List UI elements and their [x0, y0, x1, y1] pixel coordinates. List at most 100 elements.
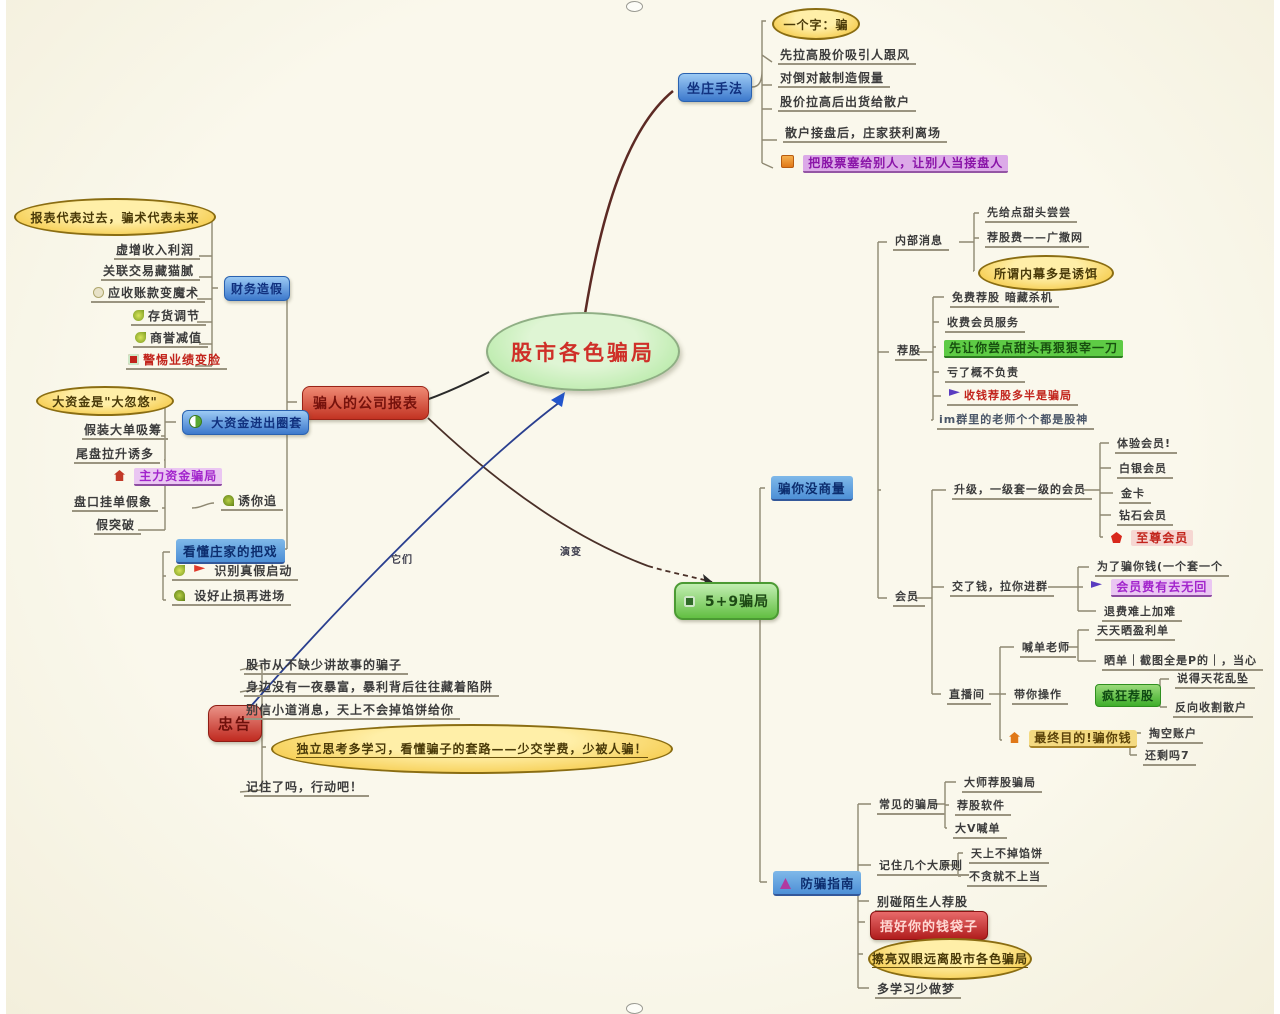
handan-item[interactable]: 晒单｜截图全是P的｜，当心 — [1102, 653, 1264, 671]
flag-icon — [194, 565, 206, 576]
jiangu-item[interactable]: 先让你尝点甜头再狠狠宰一刀 — [942, 340, 1129, 358]
g1-item[interactable]: 金卡 — [1119, 486, 1151, 504]
jiangu-item[interactable]: 收费会员服务 — [945, 315, 1025, 333]
caiwu-ellipse[interactable]: 报表代表过去，骗术代表未来 — [14, 198, 216, 236]
node-pianni[interactable]: 骗你没商量 — [771, 476, 853, 501]
jiangu-item[interactable]: im群里的老师个个都是股神 — [937, 412, 1095, 430]
node-huiyuan-g2[interactable]: 交了钱，拉你进群 — [950, 579, 1054, 597]
branch-report-label: 骗人的公司报表 — [313, 396, 418, 412]
branch-zhonggao[interactable]: 忠告 — [208, 705, 263, 742]
zhuang-item[interactable]: 对倒对敲制造假量 — [778, 70, 891, 88]
node-caozuo[interactable]: 带你操作 — [1012, 687, 1068, 705]
flag-icon — [1091, 581, 1102, 592]
relation-label-to-category[interactable]: 演变 — [560, 547, 582, 558]
mudi-item[interactable]: 掏空账户 — [1147, 726, 1203, 744]
zhuang-item[interactable]: 股价拉高后出货给散户 — [778, 94, 917, 112]
zhuang-item[interactable]: 把股票塞给别人，让别人当接盘人 — [779, 154, 1014, 173]
neimu-item[interactable]: 先给点甜头尝尝 — [985, 205, 1077, 223]
node-huiyuan-g1[interactable]: 升级，一级套一级的会员 — [952, 482, 1092, 500]
connector-lines — [138, 20, 1169, 989]
jiangu-item[interactable]: 亏了概不负责 — [945, 365, 1025, 383]
node-yuanze[interactable]: 记住几个大原则 — [877, 858, 969, 876]
zhuangxi-item[interactable]: 设好止损再进场 — [172, 588, 292, 606]
fangpian-item[interactable]: 别碰陌生人荐股 — [875, 894, 975, 912]
g2-item[interactable]: 退费难上加难 — [1102, 604, 1182, 622]
changjian-item[interactable]: 大V喊单 — [953, 821, 1007, 839]
handan-item[interactable]: 天天晒盈利单 — [1095, 623, 1175, 641]
dazijin-item[interactable]: 尾盘拉升诱多 — [74, 446, 161, 464]
dazijin-item[interactable]: 盘口挂单假象 — [72, 494, 159, 512]
node-jiangu[interactable]: 荐股 — [895, 343, 927, 361]
dazijin-subitem[interactable]: 诱你追 — [221, 493, 284, 511]
changjian-item[interactable]: 荐股软件 — [955, 798, 1011, 816]
zhuang-item[interactable]: 散户接盘后，庄家获利离场 — [783, 125, 948, 143]
zhuangxi-item[interactable]: 识别真假启动 — [172, 563, 299, 581]
branch-zhonggao-label: 忠告 — [218, 715, 253, 733]
branch-report[interactable]: 骗人的公司报表 — [302, 386, 429, 420]
node-fangpian[interactable]: 防骗指南 — [773, 871, 862, 896]
fangpian-red-label: 捂好你的钱袋子 — [880, 920, 979, 935]
neimu-item[interactable]: 荐股费——广撒网 — [985, 230, 1089, 248]
zhonggao-item[interactable]: 身边没有一夜暴富，暴利背后往往藏着陷阱 — [244, 679, 500, 697]
neimu-ellipse-label: 所谓内幕多是诱饵 — [993, 266, 1098, 281]
relation-label-to-center[interactable]: 它们 — [391, 555, 413, 566]
caiwu-item[interactable]: 关联交易藏猫腻 — [101, 263, 201, 281]
zhonggao-ellipse[interactable]: 独立思考多学习，看懂骗子的套路——少交学费，少被人骗！ — [271, 724, 673, 774]
branch-category[interactable]: 5+9骗局 — [674, 582, 780, 620]
dazijin-ellipse[interactable]: 大资金是"大忽悠" — [36, 386, 174, 416]
caozuo-item[interactable]: 说得天花乱坠 — [1175, 671, 1255, 689]
node-neimu[interactable]: 内部消息 — [893, 233, 949, 251]
central-topic[interactable]: 股市各色骗局 — [486, 312, 680, 391]
fangpian-ellipse[interactable]: 擦亮双眼远离股市各色骗局 — [868, 938, 1032, 980]
caiwu-item[interactable]: 虚增收入利润 — [114, 242, 201, 260]
dazijin-item[interactable]: 假装大单吸筹 — [82, 422, 169, 440]
fangpian-red-node[interactable]: 捂好你的钱袋子 — [870, 911, 989, 940]
yuanze-item[interactable]: 天上不掉馅饼 — [969, 846, 1049, 864]
neimu-ellipse[interactable]: 所谓内幕多是诱饵 — [978, 255, 1114, 291]
leaf-icon — [133, 310, 144, 321]
dazijin-item[interactable]: 主力资金骗局 — [112, 468, 228, 486]
caiwu-item[interactable]: 商誉减值 — [133, 330, 209, 348]
leaf-icon — [135, 332, 146, 343]
fangpian-item[interactable]: 多学习少做梦 — [875, 981, 962, 999]
yuanze-item[interactable]: 不贪就不上当 — [967, 869, 1047, 887]
zhuang-item[interactable]: 先拉高股价吸引人跟风 — [778, 47, 917, 65]
zhuang-ellipse[interactable]: 一个字：骗 — [772, 8, 860, 40]
zhonggao-item[interactable]: 记住了吗，行动吧！ — [244, 779, 370, 797]
node-dazijin[interactable]: 大资金进出圈套 — [182, 410, 310, 435]
g2-item[interactable]: 为了骗你钱(一个套一个 — [1095, 559, 1230, 577]
node-caiwu[interactable]: 财务造假 — [224, 276, 291, 301]
caozuo-item[interactable]: 反向收割散户 — [1173, 700, 1253, 718]
grid-icon — [684, 596, 695, 607]
page-mark-top — [626, 1, 643, 12]
central-topic-label: 股市各色骗局 — [511, 340, 655, 365]
caiwu-item[interactable]: 应收账款变魔术 — [91, 285, 206, 303]
zhonggao-item[interactable]: 股市从不缺少讲故事的骗子 — [244, 657, 409, 675]
g1-item[interactable]: 体验会员! — [1115, 436, 1178, 454]
moon-icon — [174, 590, 185, 601]
node-zhuangxi[interactable]: 看懂庄家的把戏 — [176, 539, 285, 564]
node-caozuo-green[interactable]: 疯狂荐股 — [1095, 684, 1162, 707]
mudi-item[interactable]: 还剩吗7 — [1143, 748, 1196, 766]
jiangu-item[interactable]: 免费荐股 暗藏杀机 — [950, 290, 1059, 308]
g2-item[interactable]: 会员费有去无回 — [1089, 579, 1218, 597]
g1-item[interactable]: 至尊会员 — [1109, 530, 1199, 546]
caiwu-item[interactable]: 存货调节 — [131, 308, 207, 326]
grid-icon — [128, 354, 139, 365]
caiwu-item[interactable]: 警惕业绩变脸 — [126, 352, 228, 370]
node-handan[interactable]: 喊单老师 — [1020, 640, 1076, 658]
flag-icon — [949, 389, 960, 400]
node-huiyuan-g3[interactable]: 直播间 — [947, 687, 991, 705]
node-huiyuan[interactable]: 会员 — [893, 589, 925, 607]
node-mudi[interactable]: 最终目的!骗你钱 — [1007, 730, 1143, 748]
changjian-item[interactable]: 大师荐股骗局 — [962, 775, 1042, 793]
zhonggao-item[interactable]: 别信小道消息，天上不会掉馅饼给你 — [244, 702, 461, 720]
node-changjian[interactable]: 常见的骗局 — [877, 797, 945, 815]
dazijin-item[interactable]: 假突破 — [94, 517, 142, 535]
node-zhuangxi-label: 看懂庄家的把戏 — [183, 544, 278, 559]
jiangu-item[interactable]: 收钱荐股多半是骗局 — [947, 388, 1078, 406]
g1-item[interactable]: 钻石会员 — [1117, 508, 1173, 526]
branch-zhuang[interactable]: 坐庄手法 — [678, 73, 753, 102]
g1-item[interactable]: 白银会员 — [1117, 461, 1173, 479]
